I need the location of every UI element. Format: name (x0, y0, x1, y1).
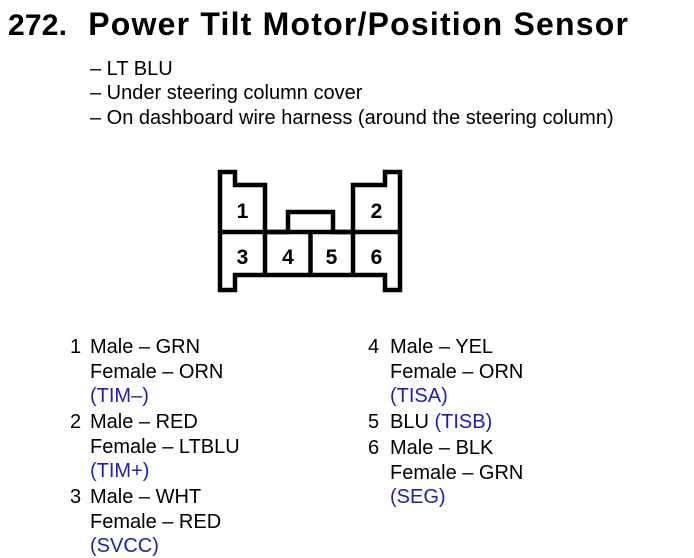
signal-name-text: (TIM+) (90, 460, 150, 482)
wire-color-text: Male – GRN (90, 336, 201, 358)
pin-entry-5: 5 BLU (TISB) (368, 410, 523, 435)
pin-line: Male – WHT (90, 485, 221, 510)
pin-lines: Male – BLK Female – GRN (SEG) (390, 436, 523, 510)
cavity-number-3: 3 (237, 246, 249, 269)
cavity-number-4: 4 (282, 246, 294, 269)
wire-color-text: Female – RED (90, 510, 222, 533)
pin-line: Male – RED (90, 410, 240, 435)
page-title: 272. Power Tilt Motor/Position Sensor (8, 6, 629, 43)
wire-color-text: Female – GRN (390, 461, 524, 484)
pin-lines: Male – GRN Female – ORN (TIM–) (90, 335, 223, 409)
pin-line: (TIM–) (90, 384, 223, 409)
note-line: – Under steering column cover (90, 82, 363, 105)
signal-name-text: (TIM–) (90, 385, 149, 407)
connector-outline (217, 169, 403, 293)
signal-name-text: (SVCC) (90, 535, 159, 557)
pin-entry-4: 4 Male – YEL Female – ORN (TISA) (368, 335, 523, 409)
wire-color-text: Female – ORN (390, 360, 524, 383)
connector-notes: – LT BLU – Under steering column cover –… (90, 57, 614, 130)
pin-lines: Male – YEL Female – ORN (TISA) (390, 335, 523, 409)
pin-line: Female – ORN (390, 360, 523, 385)
wire-color-text: Male – YEL (390, 336, 494, 358)
pin-line: (SEG) (390, 485, 523, 510)
wire-color-text: Male – WHT (90, 486, 202, 508)
pin-number: 3 (70, 486, 82, 508)
pin-entry-1: 1 Male – GRN Female – ORN (TIM–) (70, 335, 240, 409)
cavity-number-2: 2 (371, 200, 383, 223)
wire-color-text: Male – RED (90, 411, 198, 433)
pin-line: Female – LTBLU (90, 435, 240, 460)
pin-line: Female – GRN (390, 461, 523, 486)
pin-entry-3: 3 Male – WHT Female – RED (SVCC) (70, 485, 240, 558)
wire-color-text: Female – ORN (90, 360, 224, 383)
pin-entry-2: 2 Male – RED Female – LTBLU (TIM+) (70, 410, 240, 484)
pin-lines: Male – RED Female – LTBLU (TIM+) (90, 410, 240, 484)
wire-color-text: Male – BLK (390, 437, 494, 459)
note-line: – LT BLU (90, 58, 173, 80)
pin-line: BLU (TISB) (390, 410, 492, 435)
pin-line: Male – BLK (390, 436, 523, 461)
section-title: Power Tilt Motor/Position Sensor (88, 6, 630, 42)
pin-line: Male – GRN (90, 335, 223, 360)
pin-line: Female – RED (90, 510, 221, 535)
cavity-number-6: 6 (371, 246, 383, 269)
signal-name-text: (TISB) (434, 411, 493, 433)
section-number: 272. (8, 9, 68, 42)
cavity-number-5: 5 (326, 246, 338, 269)
cavity-number-1: 1 (237, 200, 249, 223)
pin-entry-6: 6 Male – BLK Female – GRN (SEG) (368, 436, 523, 510)
note-line: – On dashboard wire harness (around the … (90, 106, 614, 129)
pin-lines: BLU (TISB) (390, 410, 492, 435)
pin-list-left: 1 Male – GRN Female – ORN (TIM–) 2 Male … (70, 335, 240, 558)
pin-number: 5 (368, 411, 380, 433)
pin-line: Female – ORN (90, 360, 223, 385)
pin-line: (SVCC) (90, 534, 221, 558)
pin-number: 2 (70, 411, 82, 433)
wire-color-text: BLU (390, 411, 435, 433)
pin-line: (TIM+) (90, 459, 240, 484)
pin-line: Male – YEL (390, 335, 523, 360)
signal-name-text: (TISA) (390, 385, 448, 407)
signal-name-text: (SEG) (390, 486, 446, 508)
pin-number: 6 (368, 437, 380, 459)
wire-color-text: Female – LTBLU (90, 435, 240, 458)
pin-list-right: 4 Male – YEL Female – ORN (TISA) 5 BLU (… (368, 335, 523, 511)
pin-number: 1 (70, 336, 82, 358)
pin-lines: Male – WHT Female – RED (SVCC) (90, 485, 221, 558)
pin-line: (TISA) (390, 384, 523, 409)
pin-number: 4 (368, 336, 380, 358)
